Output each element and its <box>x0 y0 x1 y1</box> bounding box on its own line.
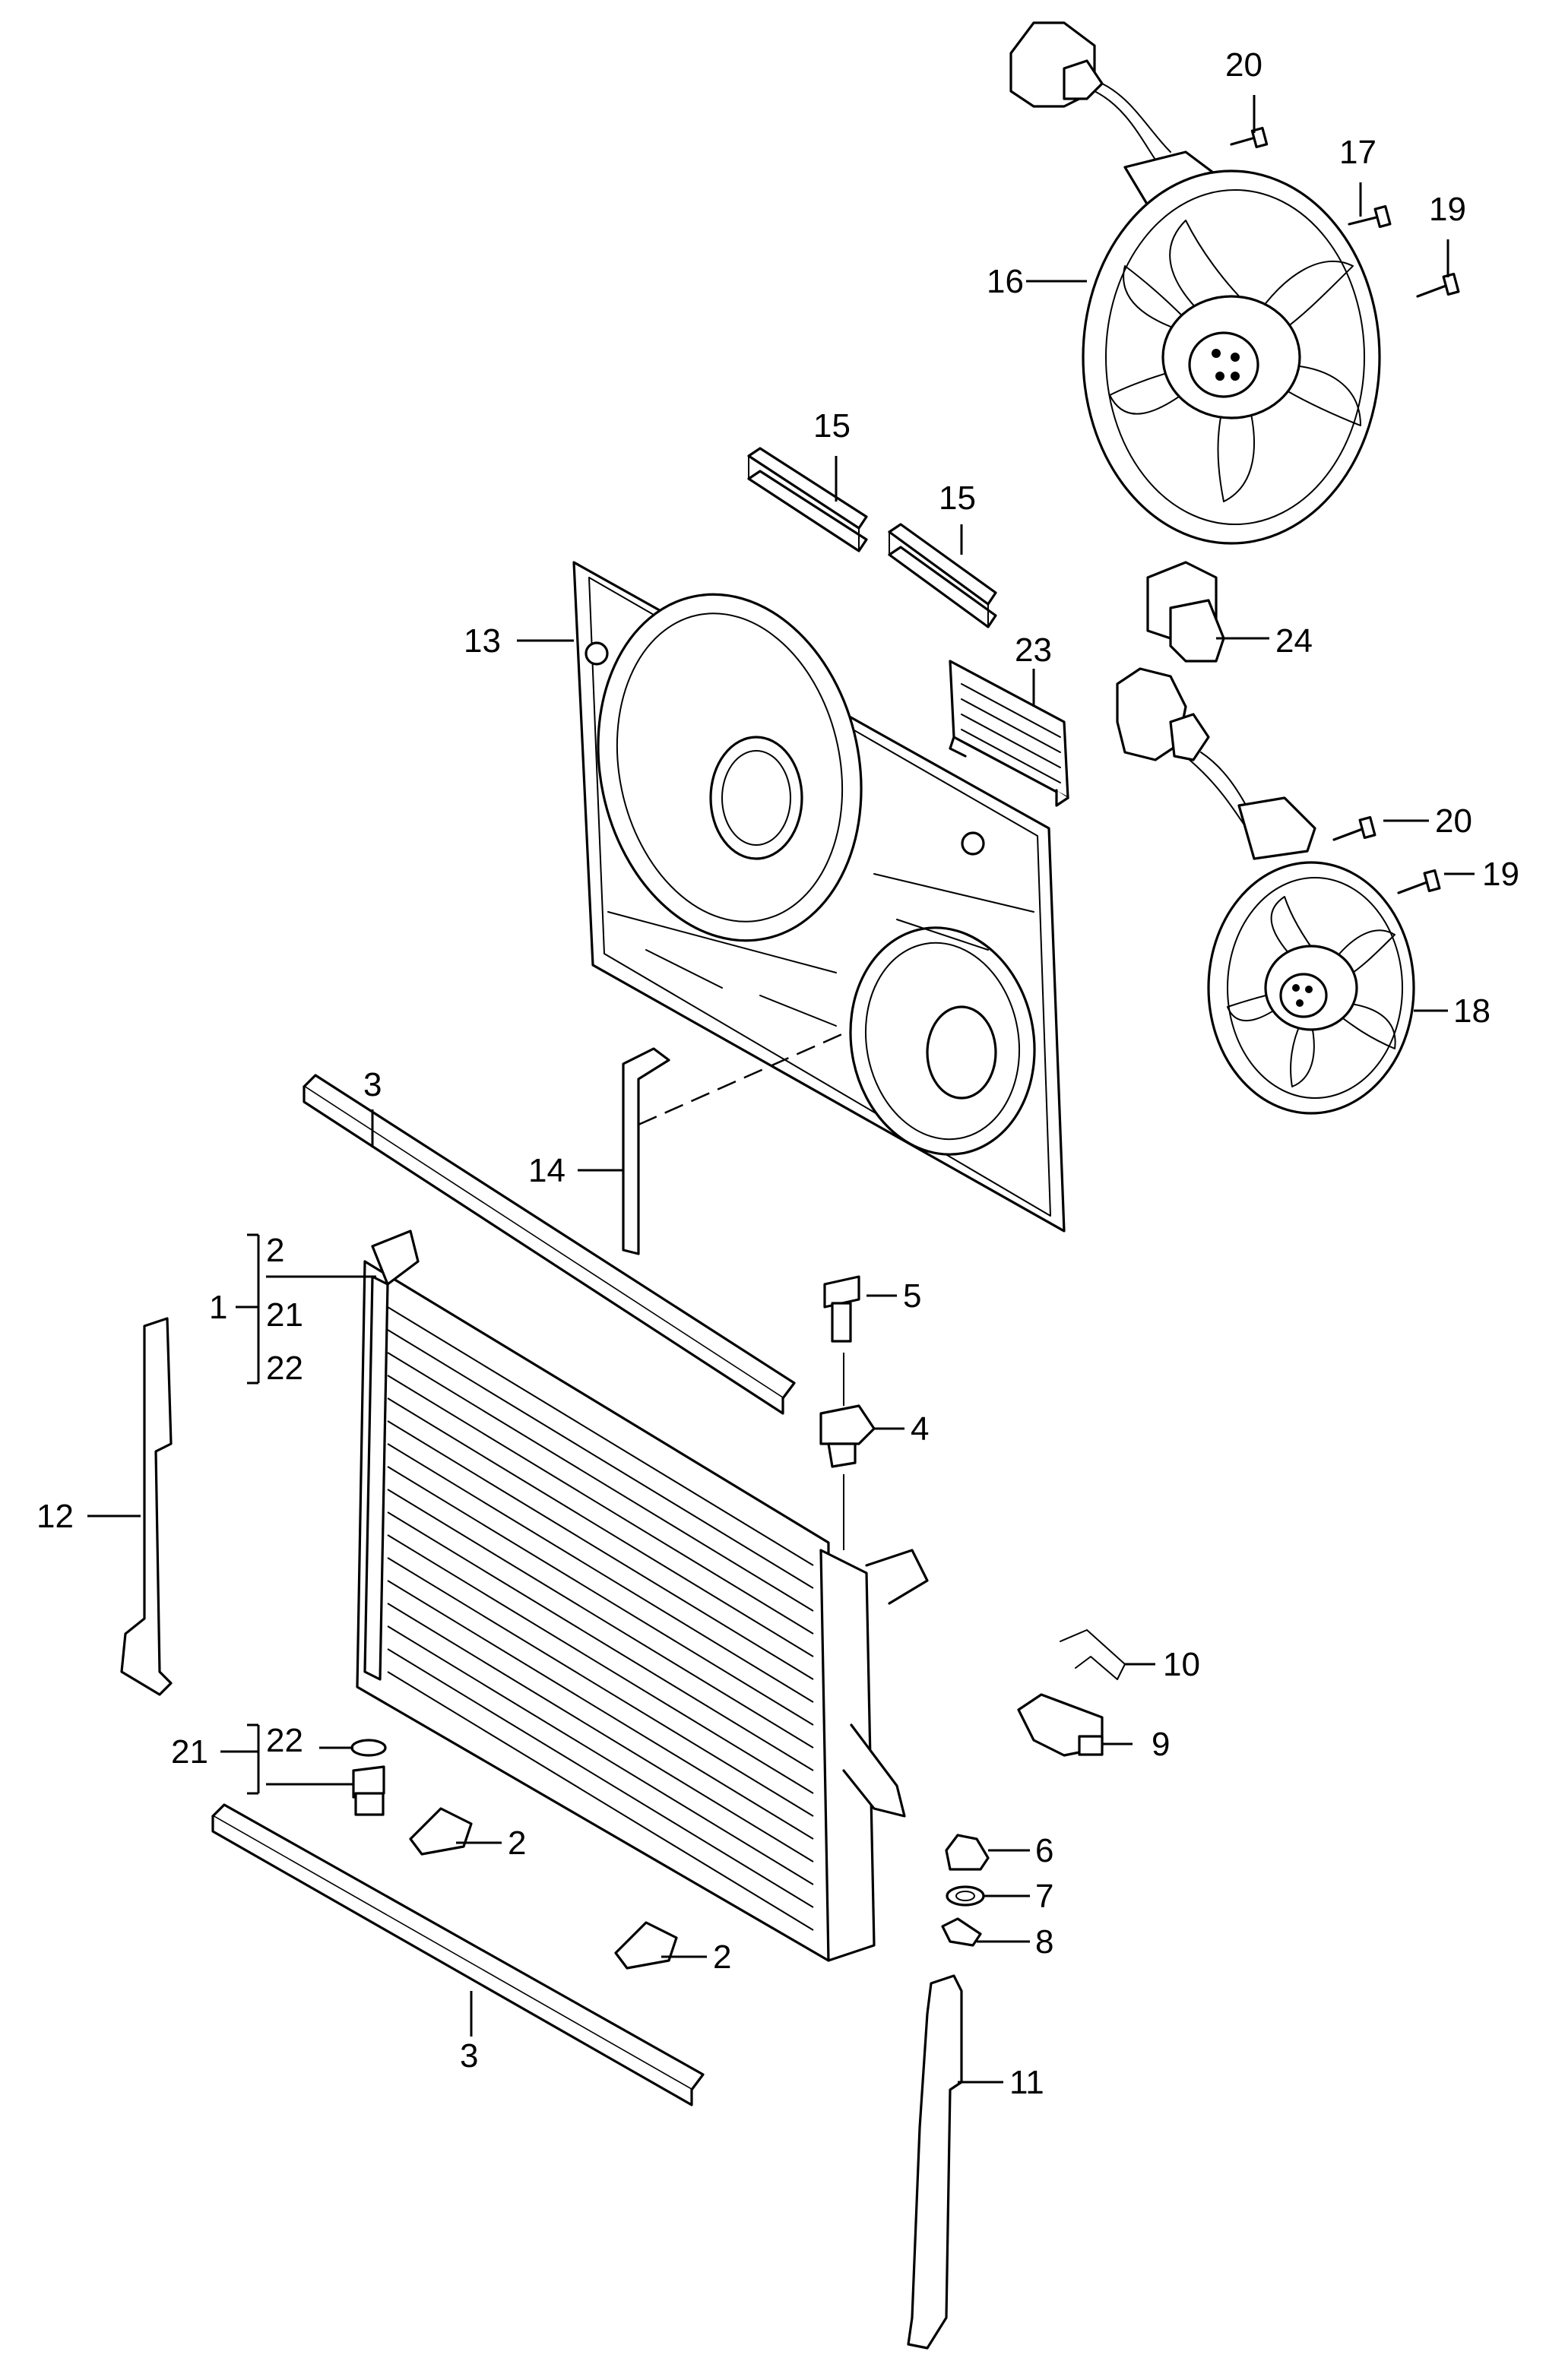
seal-strip-14 <box>622 1047 670 1255</box>
mount-4 <box>819 1404 876 1468</box>
callout-1-sub-22: 22 <box>266 1350 303 1387</box>
screw-19-lower <box>1397 869 1441 894</box>
callout-1-sub-2: 2 <box>266 1232 284 1269</box>
callout-13: 13 <box>464 622 501 660</box>
strip-15-right <box>888 523 997 628</box>
callout-1-sub-21: 21 <box>266 1296 303 1334</box>
screw-17 <box>1348 204 1392 229</box>
leader-lines <box>87 95 1475 2084</box>
callout-9: 9 <box>1152 1726 1170 1763</box>
callout-20-top: 20 <box>1225 46 1262 84</box>
bracket-9 <box>1017 1693 1104 1757</box>
callout-19-top: 19 <box>1429 191 1466 228</box>
screw-5 <box>823 1275 860 1343</box>
callout-4: 4 <box>911 1410 929 1448</box>
screw-19-top <box>1416 272 1460 298</box>
callout-23: 23 <box>1015 631 1052 669</box>
callout-3-top: 3 <box>363 1066 382 1103</box>
fan-shroud-frame-13 <box>572 561 1066 1233</box>
callout-10: 10 <box>1163 1646 1200 1683</box>
drain-plug-21 <box>352 1765 385 1816</box>
air-guide-3-bottom <box>211 1803 705 2106</box>
callout-18: 18 <box>1453 992 1491 1030</box>
callout-2-lower: 2 <box>713 1938 731 1976</box>
callout-16: 16 <box>987 263 1024 300</box>
clip-10 <box>1060 1629 1126 1680</box>
air-guide-3-top <box>303 1074 796 1415</box>
callout-15-right: 15 <box>939 479 976 517</box>
callout-12: 12 <box>36 1498 74 1535</box>
strip-15-left <box>747 447 868 552</box>
callout-14: 14 <box>528 1152 565 1189</box>
callout-11: 11 <box>1009 2064 1044 2101</box>
callout-20-lower: 20 <box>1435 802 1472 840</box>
fan-16 <box>1009 21 1381 545</box>
callout-1: 1 <box>209 1289 227 1326</box>
clip-8 <box>941 1917 982 1947</box>
callout-7: 7 <box>1035 1878 1053 1915</box>
callout-15-left: 15 <box>813 407 851 445</box>
callout-2-upper: 2 <box>508 1825 526 1862</box>
mount-2-lower <box>614 1921 678 1970</box>
screw-20-top <box>1230 126 1269 149</box>
callout-19-lower: 19 <box>1482 856 1519 893</box>
radiator-1 <box>356 1230 929 1962</box>
air-guide-11 <box>907 1974 963 2350</box>
bracket-24 <box>1146 561 1225 663</box>
buffer-6 <box>945 1834 990 1871</box>
callout-21: 21 <box>171 1733 208 1771</box>
callout-3-bottom: 3 <box>460 2037 478 2075</box>
o-ring-22 <box>350 1739 387 1757</box>
callout-5: 5 <box>903 1277 921 1315</box>
mount-2-upper <box>409 1807 473 1856</box>
washer-7 <box>946 1885 985 1907</box>
callout-17: 17 <box>1339 134 1377 171</box>
callout-6: 6 <box>1035 1832 1053 1869</box>
air-guide-12 <box>120 1317 173 1696</box>
resistor-23 <box>949 660 1069 807</box>
fan-18 <box>1116 667 1415 1115</box>
callout-8: 8 <box>1035 1923 1053 1961</box>
callout-21-sub-22: 22 <box>266 1722 303 1759</box>
screw-20-lower <box>1332 815 1377 841</box>
callout-24: 24 <box>1275 622 1313 660</box>
